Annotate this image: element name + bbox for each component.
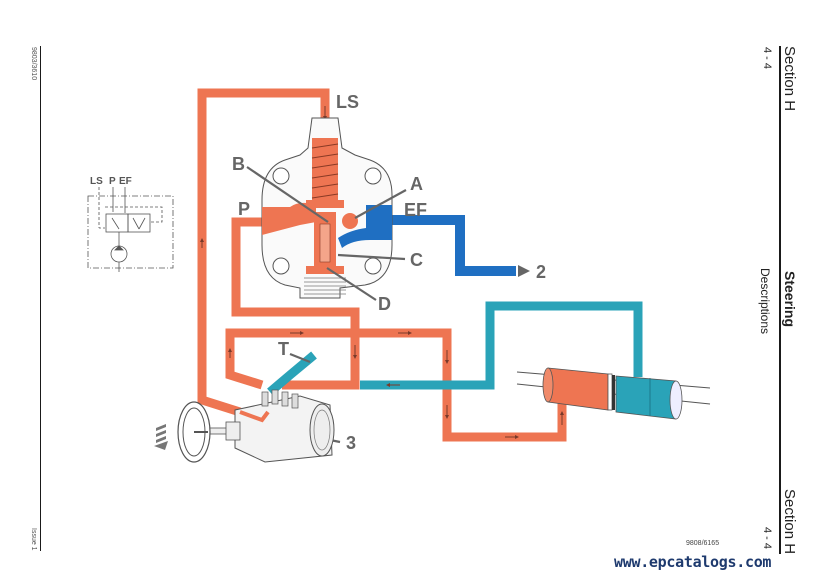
cylinder-return-line	[360, 301, 643, 390]
p-inlet-passage	[262, 202, 316, 235]
orifice-a	[342, 213, 358, 229]
steering-unit-body	[234, 395, 333, 463]
priority-valve	[261, 117, 393, 299]
watermark-url: www.epcatalogs.com	[614, 553, 772, 571]
label-d: D	[378, 294, 391, 314]
priority-valve-schematic	[87, 187, 174, 272]
schematic-label-p: P	[109, 176, 116, 187]
figure-reference: 9808/6165	[686, 540, 720, 547]
ef-passage	[338, 205, 392, 248]
bolt-hole	[364, 167, 382, 185]
label-t: T	[278, 339, 289, 359]
label-b: B	[232, 154, 245, 174]
schematic-labels: LS P EF	[90, 176, 132, 187]
label-p: P	[238, 199, 250, 219]
rotation-arrow-icon	[154, 424, 168, 450]
bolt-hole	[364, 257, 382, 275]
label-2: 2	[536, 262, 546, 282]
steering-unit	[205, 389, 335, 463]
label-a: A	[410, 174, 423, 194]
excess-flow-line	[390, 215, 516, 276]
cylinder-pressure-side	[547, 367, 609, 411]
schematic-label-ls: LS	[90, 176, 103, 187]
right-margin-rule	[779, 46, 781, 554]
label-c: C	[410, 250, 423, 270]
cylinder-return-side	[615, 375, 677, 420]
steering-unit-end-cap	[309, 403, 335, 457]
cylinder-feed-line	[225, 328, 567, 442]
callout-labels: LS B A P EF C D 2 T 3	[232, 92, 546, 453]
arrow-to-2-icon	[518, 265, 530, 277]
label-ls: LS	[336, 92, 359, 112]
left-margin-rule	[40, 46, 41, 551]
end-plug	[306, 266, 344, 274]
tank-line-t	[267, 351, 317, 396]
schematic-label-ef: EF	[119, 176, 132, 187]
steering-cylinder	[516, 367, 711, 420]
ls-line	[197, 88, 330, 417]
flow-arrows	[200, 106, 564, 439]
label-3: 3	[346, 433, 356, 453]
schematic-boundary	[87, 195, 174, 269]
return-lines	[267, 301, 643, 396]
steering-wheel	[177, 401, 211, 463]
bolt-hole	[272, 167, 290, 185]
p-line	[231, 217, 360, 390]
label-ef: EF	[404, 200, 427, 220]
pressure-lines	[197, 88, 567, 442]
bolt-hole	[272, 257, 290, 275]
